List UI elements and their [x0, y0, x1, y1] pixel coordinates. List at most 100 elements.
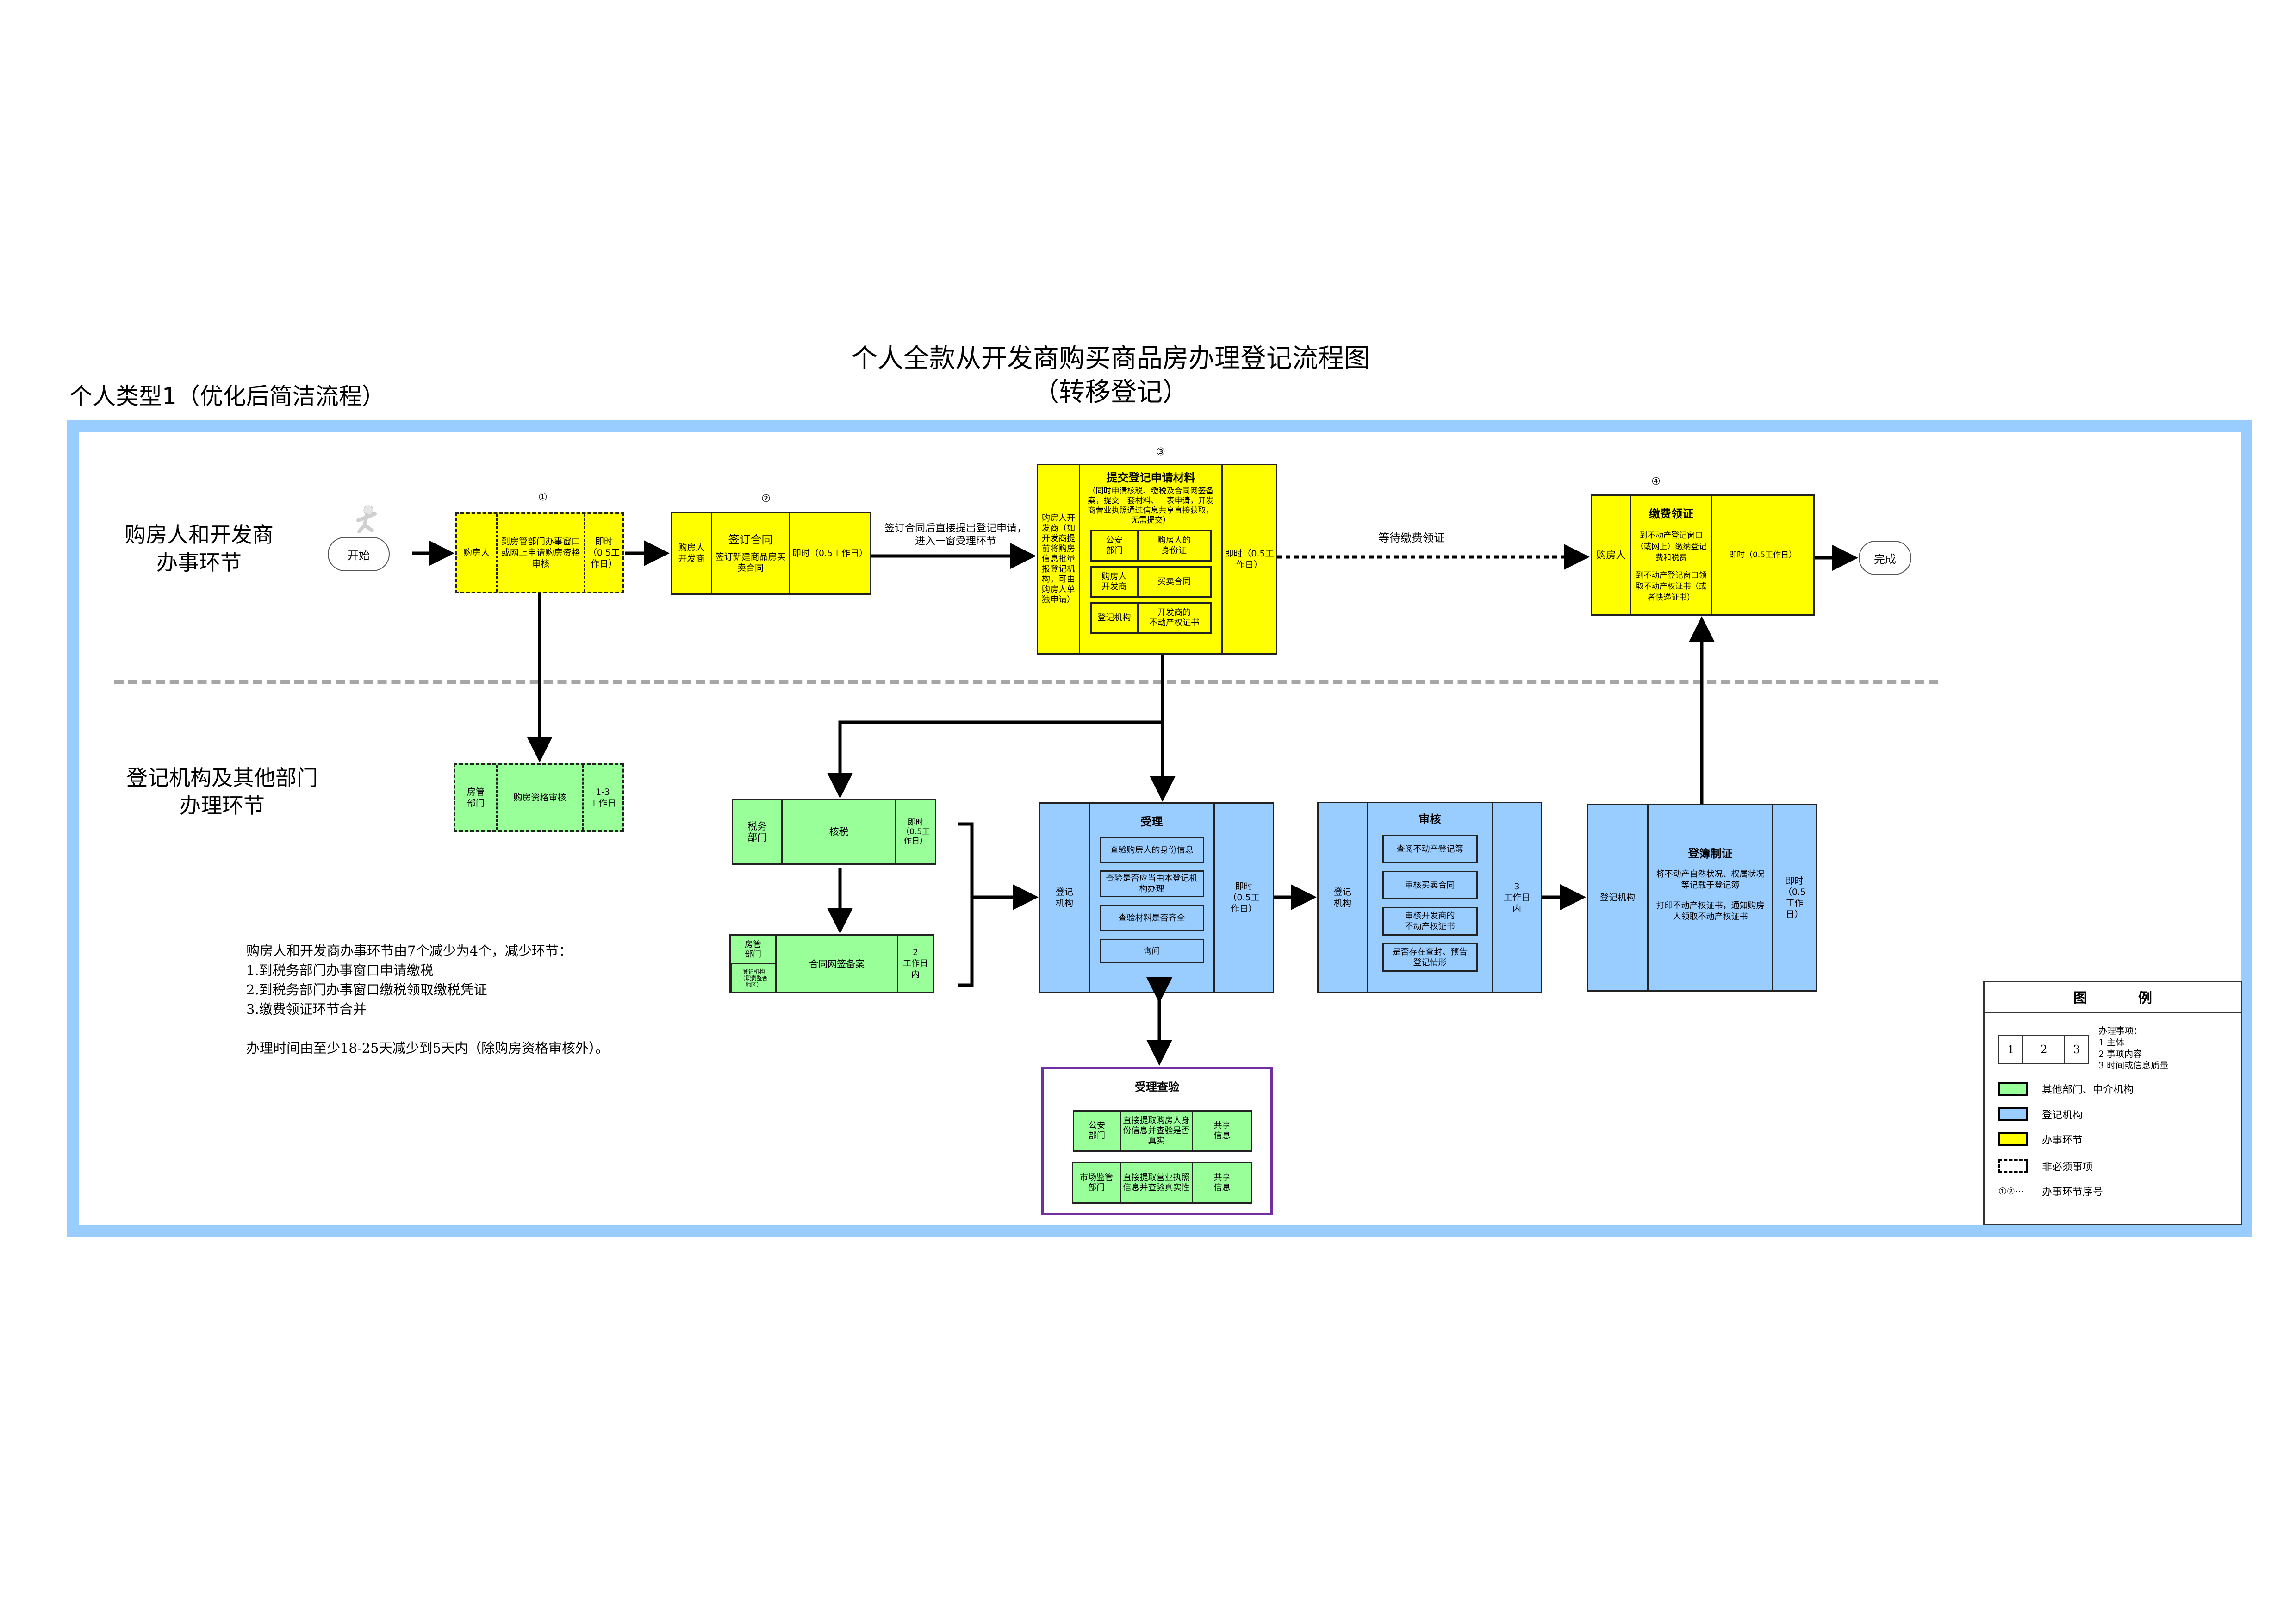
- registration-detail-2: 打印不动产权证书，通知购房人领取不动产权证书: [1656, 901, 1765, 922]
- acceptance-subject: 登记 机构: [1055, 887, 1073, 908]
- step-2-content: 签订合同 签订新建商品房买卖合同: [711, 513, 789, 593]
- material-item: 开发商的 不动产权证书: [1137, 604, 1210, 632]
- review-box[interactable]: 登记 机构 审核 查阅不动产登记簿 审核买卖合同 审核开发商的 不动产权证书 是…: [1317, 802, 1542, 993]
- qualification-time: 1-3 工作日: [582, 765, 622, 830]
- registration-heading: 登簿制证: [1688, 847, 1733, 860]
- acceptance-item: 查验材料是否齐全: [1099, 905, 1204, 931]
- tax-box[interactable]: 税务 部门 核税 即时 （0.5工 作日）: [732, 799, 936, 865]
- review-subject: 登记 机构: [1333, 887, 1351, 908]
- legend: 图 例 1 2 3 办理事项： 1 主体 2 事项内容 3 时间或信息质量 其他…: [1983, 981, 2242, 1225]
- review-item: 审核买卖合同: [1382, 871, 1478, 899]
- legend-swatch-blue: [1998, 1107, 2028, 1121]
- acceptance-box[interactable]: 登记 机构 受理 查验购房人的身份信息 查验是否应当由本登记机构办理 查验材料是…: [1039, 802, 1274, 993]
- step-3-materials: 公安 部门 购房人的 身份证 购房人 开发商 买卖合同 登记机构 开发商的 不动…: [1090, 525, 1212, 638]
- end-node[interactable]: 完成: [1859, 541, 1911, 575]
- legend-label: 其他部门、中介机构: [2042, 1084, 2134, 1096]
- qualification-subject: 房管 部门: [467, 787, 485, 808]
- step-4-heading: 缴费领证: [1649, 507, 1693, 520]
- lane-label-agencies: 登记机构及其他部门 办理环节: [126, 765, 318, 818]
- step-3-detail: （同时申请核税、缴税及合同网签备案，提交一套材料、一表申请，开发商营业执照通过信…: [1088, 487, 1214, 525]
- legend-entry-yellow: 办事环节: [1998, 1132, 2083, 1147]
- filing-content: 合同网签备案: [775, 936, 897, 992]
- flow-type-subtitle: 个人类型1（优化后简洁流程）: [69, 383, 385, 410]
- legend-label: 办事环节序号: [2042, 1187, 2103, 1198]
- step-3-box[interactable]: 购房人开发商（如开发商提前将购房信息批量报登记机构，可由购房人单独申请） 提交登…: [1037, 464, 1277, 655]
- acceptance-item: 查验是否应当由本登记机构办理: [1099, 870, 1204, 897]
- filing-box[interactable]: 房管 部门 登记机构 （职责整合 地区） 合同网签备案 2 工作日 内: [729, 934, 934, 993]
- legend-label: 非必须事项: [2042, 1162, 2093, 1173]
- acceptance-item: 询问: [1099, 939, 1204, 963]
- material-provider: 登记机构: [1097, 613, 1131, 623]
- tax-content: 核税: [781, 800, 895, 863]
- step-3-heading: 提交登记申请材料: [1106, 471, 1195, 484]
- step-2-subject: 购房人 开发商: [678, 543, 705, 564]
- review-item: 是否存在查封、预告 登记情形: [1382, 943, 1478, 972]
- legend-label: 登记机构: [2042, 1110, 2083, 1121]
- dashed-box-icon: [1998, 1159, 2028, 1173]
- material-row: 公安 部门 购房人的 身份证: [1090, 530, 1212, 562]
- tax-time: 即时 （0.5工 作日）: [895, 800, 935, 863]
- acceptance-heading: 受理: [1140, 815, 1163, 828]
- legend-title: 图 例: [1985, 982, 2241, 1013]
- legend-key-caption-title: 办理事项：: [2098, 1026, 2143, 1036]
- step-number-2: ②: [761, 493, 771, 505]
- registration-box[interactable]: 登记机构 登簿制证 将不动产自然状况、权属状况等记载于登记簿 打印不动产权证书，…: [1587, 804, 1817, 992]
- legend-key-item: 1 主体: [2098, 1037, 2125, 1048]
- bracket-tax-filing: [958, 822, 974, 987]
- material-item: 购房人的 身份证: [1137, 531, 1210, 560]
- registration-content: 登簿制证 将不动产自然状况、权属状况等记载于登记簿 打印不动产权证书，通知购房人…: [1647, 805, 1772, 990]
- step-2-box[interactable]: 购房人 开发商 签订合同 签订新建商品房买卖合同 即时（0.5工作日）: [671, 512, 871, 595]
- step-4-box[interactable]: 购房人 缴费领证 到不动产登记窗口（或网上）缴纳登记费和税费 到不动产登记窗口领…: [1591, 494, 1815, 616]
- filing-subjects: 房管 部门 登记机构 （职责整合 地区）: [731, 936, 775, 992]
- step-3-content: 提交登记申请材料 （同时申请核税、缴税及合同网签备案，提交一套材料、一表申请，开…: [1079, 465, 1221, 653]
- step-2-detail: 签订新建商品房买卖合同: [715, 552, 786, 573]
- step-3-time: 即时（0.5工作日）: [1221, 465, 1276, 653]
- arrow-step3-to-tax: [827, 655, 1164, 799]
- registration-subject: 登记机构: [1599, 893, 1635, 903]
- step-3-subject: 购房人开发商（如开发商提前将购房信息批量报登记机构，可由购房人单独申请）: [1042, 513, 1075, 605]
- filing-subject-alt: 登记机构 （职责整合 地区）: [731, 964, 775, 992]
- registration-detail-1: 将不动产自然状况、权属状况等记载于登记簿: [1656, 869, 1765, 890]
- connector-label-wait: 等待缴费领证: [1378, 531, 1445, 544]
- review-item: 审核开发商的 不动产权证书: [1382, 907, 1478, 936]
- legend-swatch-green: [1998, 1082, 2028, 1096]
- acceptance-content: 受理 查验购房人的身份信息 查验是否应当由本登记机构办理 查验材料是否齐全 询问: [1089, 804, 1213, 992]
- verification-box[interactable]: 受理查验 公安 部门 直接提取购房人身份信息并查验是否真实 共享 信息 市场监管…: [1041, 1067, 1273, 1215]
- review-item: 查阅不动产登记簿: [1382, 835, 1478, 863]
- step-4-content: 缴费领证 到不动产登记窗口（或网上）缴纳登记费和税费 到不动产登记窗口领取不动产…: [1630, 496, 1711, 614]
- material-provider: 购房人 开发商: [1101, 572, 1127, 592]
- qualification-box[interactable]: 房管 部门 购房资格审核 1-3 工作日: [454, 763, 624, 832]
- verification-row: 公安 部门 直接提取购房人身份信息并查验是否真实 共享 信息: [1073, 1110, 1252, 1152]
- legend-key-cell: 1: [2007, 1043, 2015, 1056]
- note-summary: 办理时间由至少18-25天减少到5天内（除购房资格审核外）。: [246, 1040, 609, 1056]
- filing-time: 2 工作日 内: [897, 936, 933, 992]
- page-title-sub: （转移登记）: [1033, 377, 1188, 407]
- verification-row: 市场监管 部门 直接提取营业执照信息并查验真实性 共享 信息: [1072, 1162, 1252, 1204]
- end-label: 完成: [1874, 552, 1896, 566]
- start-node[interactable]: 开始: [328, 537, 390, 571]
- material-row: 购房人 开发商 买卖合同: [1090, 566, 1212, 598]
- review-content: 审核 查阅不动产登记簿 审核买卖合同 审核开发商的 不动产权证书 是否存在查封、…: [1367, 803, 1492, 992]
- step-number-3: ③: [1156, 446, 1165, 458]
- step-number-4: ④: [1651, 476, 1661, 487]
- step-1-content: 到房管部门办事窗口或网上申请购房资格审核: [496, 514, 584, 592]
- step-1-box[interactable]: 购房人 到房管部门办事窗口或网上申请购房资格审核 即时（0.5工作日）: [455, 512, 624, 593]
- note-line: 购房人和开发商办事环节由7个减少为4个，减少环节：: [246, 943, 572, 959]
- note-line: 2.到税务部门办事窗口缴税领取缴税凭证: [246, 982, 487, 998]
- step-4-subject: 购房人: [1596, 550, 1626, 561]
- legend-key: 1 2 3: [1998, 1035, 2089, 1064]
- step-4-detail-2: 到不动产登记窗口领取不动产权证书（或者快递证书）: [1636, 571, 1707, 602]
- connector-label-apply: 签订合同后直接提出登记申请， 进入一窗受理环节: [884, 523, 1027, 547]
- step-2-time: 即时（0.5工作日）: [789, 513, 870, 593]
- legend-entry-green: 其他部门、中介机构: [1998, 1081, 2134, 1096]
- legend-entry-dashed: 非必须事项: [1998, 1159, 2093, 1174]
- review-heading: 审核: [1419, 813, 1441, 826]
- step-number-1: ①: [538, 492, 548, 503]
- legend-label: 办事环节: [2042, 1135, 2083, 1146]
- qualification-content: 购房资格审核: [496, 765, 582, 830]
- legend-entry-numbers: ①②··· 办事环节序号: [1998, 1184, 2103, 1199]
- step-1-time: 即时（0.5工作日）: [584, 514, 622, 592]
- page-title: 个人全款从开发商购买商品房办理登记流程图: [852, 344, 1370, 374]
- legend-entry-blue: 登记机构: [1998, 1107, 2083, 1122]
